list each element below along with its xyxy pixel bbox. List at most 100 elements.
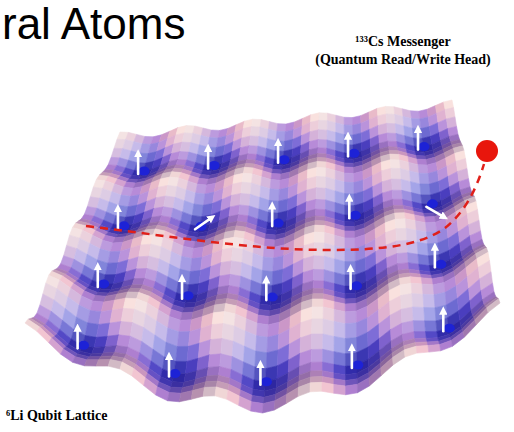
surface-patch: [318, 139, 327, 148]
surface-patch: [390, 154, 400, 160]
surface-patch: [369, 368, 381, 386]
surface-patch: [413, 321, 425, 332]
surface-patch: [316, 199, 326, 209]
spin-arrow: [351, 349, 354, 368]
surface-patch: [191, 387, 204, 399]
spin-arrow: [168, 358, 171, 377]
surface-patch: [192, 204, 203, 217]
surface-patch: [345, 231, 355, 238]
surface-patch: [345, 226, 355, 231]
atom-dot: [279, 155, 290, 164]
surface-patch: [120, 362, 134, 376]
surface-patch: [262, 257, 273, 272]
qubit-atom: [138, 155, 150, 176]
surface-patch: [271, 173, 281, 180]
spin-arrow: [76, 329, 79, 348]
surface-patch: [322, 382, 334, 393]
qubit-atom: [351, 270, 363, 291]
surface-patch: [252, 119, 261, 127]
surface-patch: [417, 242, 428, 256]
atom-dot: [349, 149, 360, 158]
qubit-atom: [208, 150, 220, 171]
surface-patch: [397, 240, 408, 253]
surface-patch: [421, 278, 433, 285]
surface-patch: [250, 127, 260, 137]
atom-dot: [98, 279, 109, 288]
atom-dot: [351, 281, 362, 290]
surface-patch: [475, 308, 488, 325]
surface-patch: [401, 307, 413, 323]
surface-patch: [408, 253, 419, 264]
surface-patch: [487, 299, 500, 313]
spin-arrow: [96, 268, 99, 287]
spin-arrow: [117, 210, 120, 229]
potential-surface: [25, 100, 500, 413]
surface-patch: [311, 334, 322, 349]
surface-patch: [345, 298, 356, 304]
surface-patch: [397, 253, 408, 264]
surface-patch: [298, 383, 310, 397]
surface-patch: [344, 173, 353, 183]
surface-patch: [344, 167, 353, 174]
surface-patch: [312, 299, 323, 307]
qubit-atom: [418, 131, 430, 152]
surface-patch: [345, 303, 356, 311]
surface-patch: [215, 387, 228, 399]
slide-title: ral Atoms: [2, 2, 185, 46]
atom-dot: [261, 377, 272, 386]
surface-patch: [344, 125, 353, 135]
qubit-atom: [352, 349, 364, 370]
atom-dot: [118, 221, 129, 230]
surface-patch: [168, 392, 181, 401]
surface-patch: [176, 346, 189, 361]
surface-patch: [315, 216, 325, 221]
surface-patch: [222, 323, 234, 341]
surface-patch: [251, 402, 264, 413]
surface-patch: [392, 179, 402, 190]
surface-patch: [440, 340, 453, 351]
surface-patch: [269, 189, 279, 201]
annotation-label: ¹³³Cs Messenger: [300, 34, 506, 50]
surface-patch: [243, 167, 253, 174]
surface-patch: [317, 161, 326, 168]
messenger-atom: [476, 140, 498, 162]
surface-patch: [156, 387, 170, 401]
spin-arrow: [195, 218, 211, 229]
surface-patch: [315, 221, 325, 226]
annotation-label: (Quantum Read/Write Head): [300, 52, 506, 68]
atom-dot: [139, 166, 150, 175]
surface-patch: [108, 359, 122, 368]
surface-patch: [428, 345, 441, 353]
surface-patch: [270, 180, 280, 190]
surface-patch: [313, 269, 324, 281]
qubit-atom: [169, 358, 181, 379]
surface-patch: [425, 331, 437, 338]
surface-patch: [264, 239, 275, 247]
surface-patch: [395, 213, 406, 219]
surface-patch: [208, 354, 221, 368]
spin-arrow: [259, 366, 262, 385]
surface-patch: [318, 130, 327, 140]
label-box: ¹³³Cs Messenger: [300, 34, 506, 50]
qubit-atom: [348, 137, 360, 158]
surface-patch: [345, 182, 354, 194]
atom-dot: [78, 341, 89, 350]
atom-dot: [350, 211, 361, 220]
surface-patch: [230, 261, 241, 276]
surface-patch: [310, 382, 322, 392]
surface-patch: [387, 123, 396, 133]
surface-patch: [189, 270, 201, 284]
atom-dot: [419, 142, 430, 151]
surface-patch: [49, 338, 64, 354]
surface-patch: [344, 117, 352, 125]
label-box: (Quantum Read/Write Head): [300, 52, 506, 68]
surface-patch: [319, 120, 328, 130]
surface-patch: [417, 159, 427, 165]
surface-patch: [257, 323, 269, 337]
surface-patch: [381, 357, 393, 375]
surface-patch: [229, 274, 241, 287]
surface-patch: [411, 119, 420, 129]
surface-patch: [212, 312, 224, 325]
surface-patch: [334, 384, 346, 394]
qubit-atom: [272, 207, 284, 228]
